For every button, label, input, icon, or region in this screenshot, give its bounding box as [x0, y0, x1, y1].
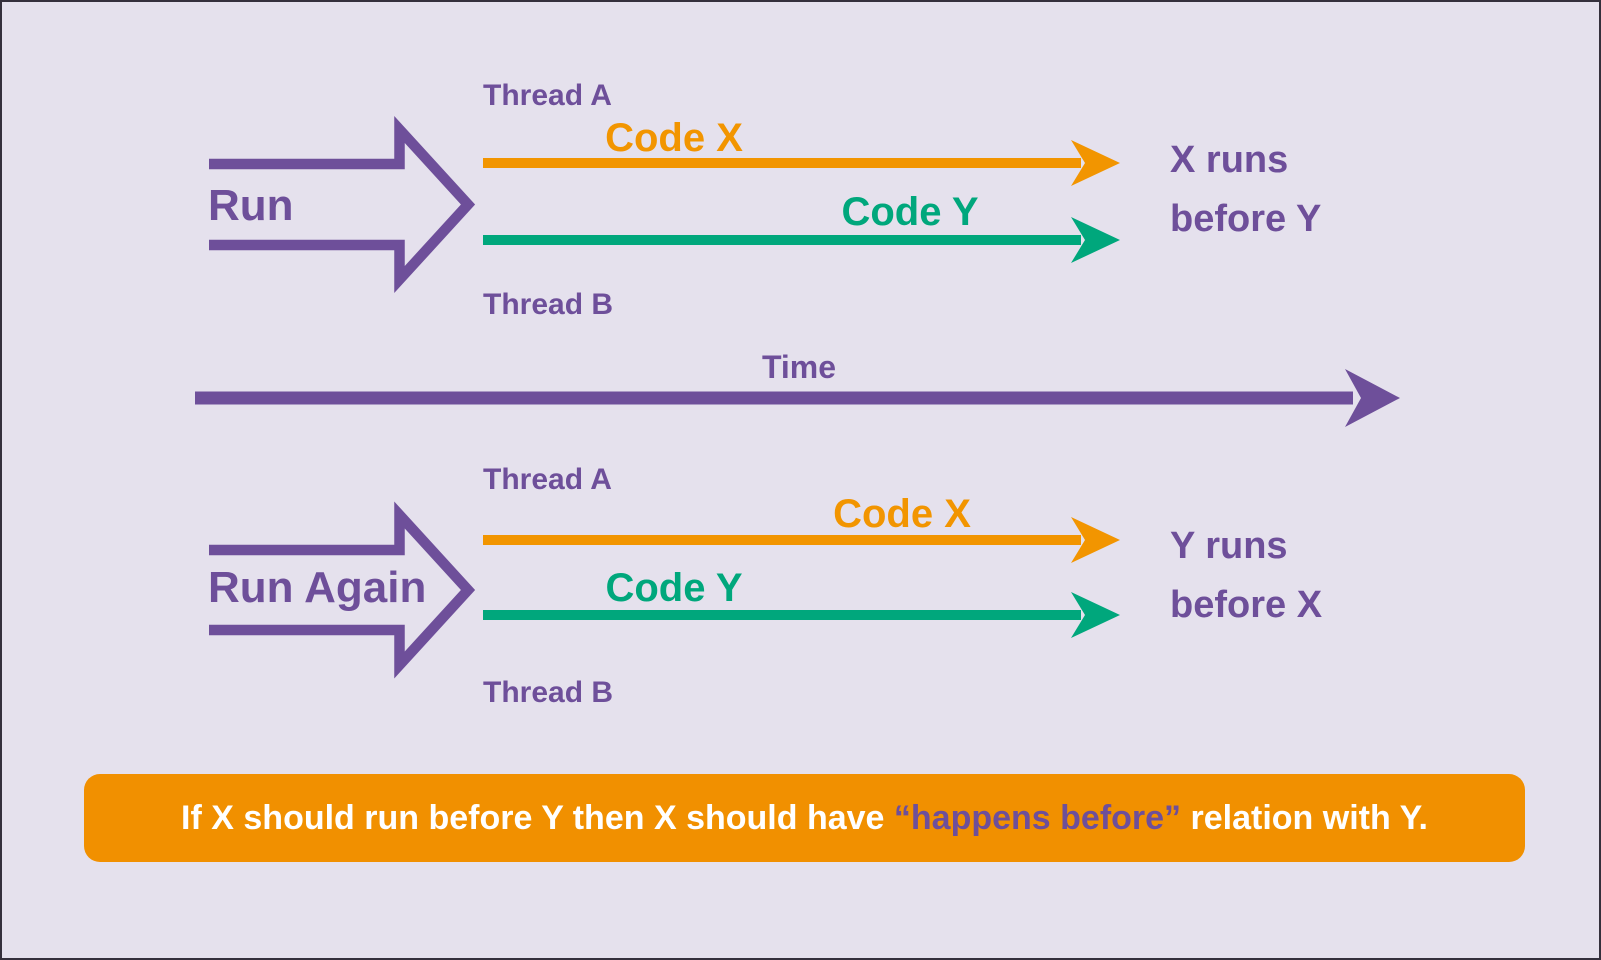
run-arrow-outline	[209, 115, 476, 294]
code-y-arrowhead-1	[1071, 217, 1120, 263]
banner-text-before: If X should run before Y then X should h…	[181, 798, 894, 837]
code-y-label-1: Code Y	[841, 190, 979, 234]
banner-highlight: “happens before”	[893, 798, 1182, 837]
result-text-2: Y runs before X	[1170, 517, 1322, 635]
code-x-arrowhead-2	[1071, 517, 1120, 563]
thread-b-label-1: Thread B	[483, 288, 614, 321]
thread-b-label-2: Thread B	[483, 676, 614, 709]
time-axis-arrowhead	[1345, 369, 1400, 427]
code-y-arrowhead-2	[1071, 592, 1120, 638]
run-again-arrow-outline	[209, 501, 476, 679]
run-label: Run	[208, 181, 294, 230]
result-text-1: X runs before Y	[1170, 131, 1321, 249]
code-x-label-1: Code X	[605, 116, 743, 160]
banner-text-after: relation with Y.	[1181, 798, 1428, 837]
result-text-2-line1: Y runs	[1170, 525, 1288, 567]
code-x-label-2: Code X	[833, 492, 971, 536]
time-label: Time	[761, 349, 837, 385]
happens-before-banner: If X should run before Y then X should h…	[84, 774, 1525, 862]
result-text-1-line1: X runs	[1170, 139, 1289, 181]
result-text-1-line2: before Y	[1170, 197, 1322, 240]
result-text-2-line2: before X	[1170, 583, 1323, 626]
thread-a-label-1: Thread A	[483, 79, 612, 112]
run-again-label: Run Again	[208, 563, 427, 612]
code-y-label-2: Code Y	[605, 566, 743, 610]
code-x-arrowhead-1	[1071, 140, 1120, 186]
thread-a-label-2: Thread A	[483, 463, 612, 496]
